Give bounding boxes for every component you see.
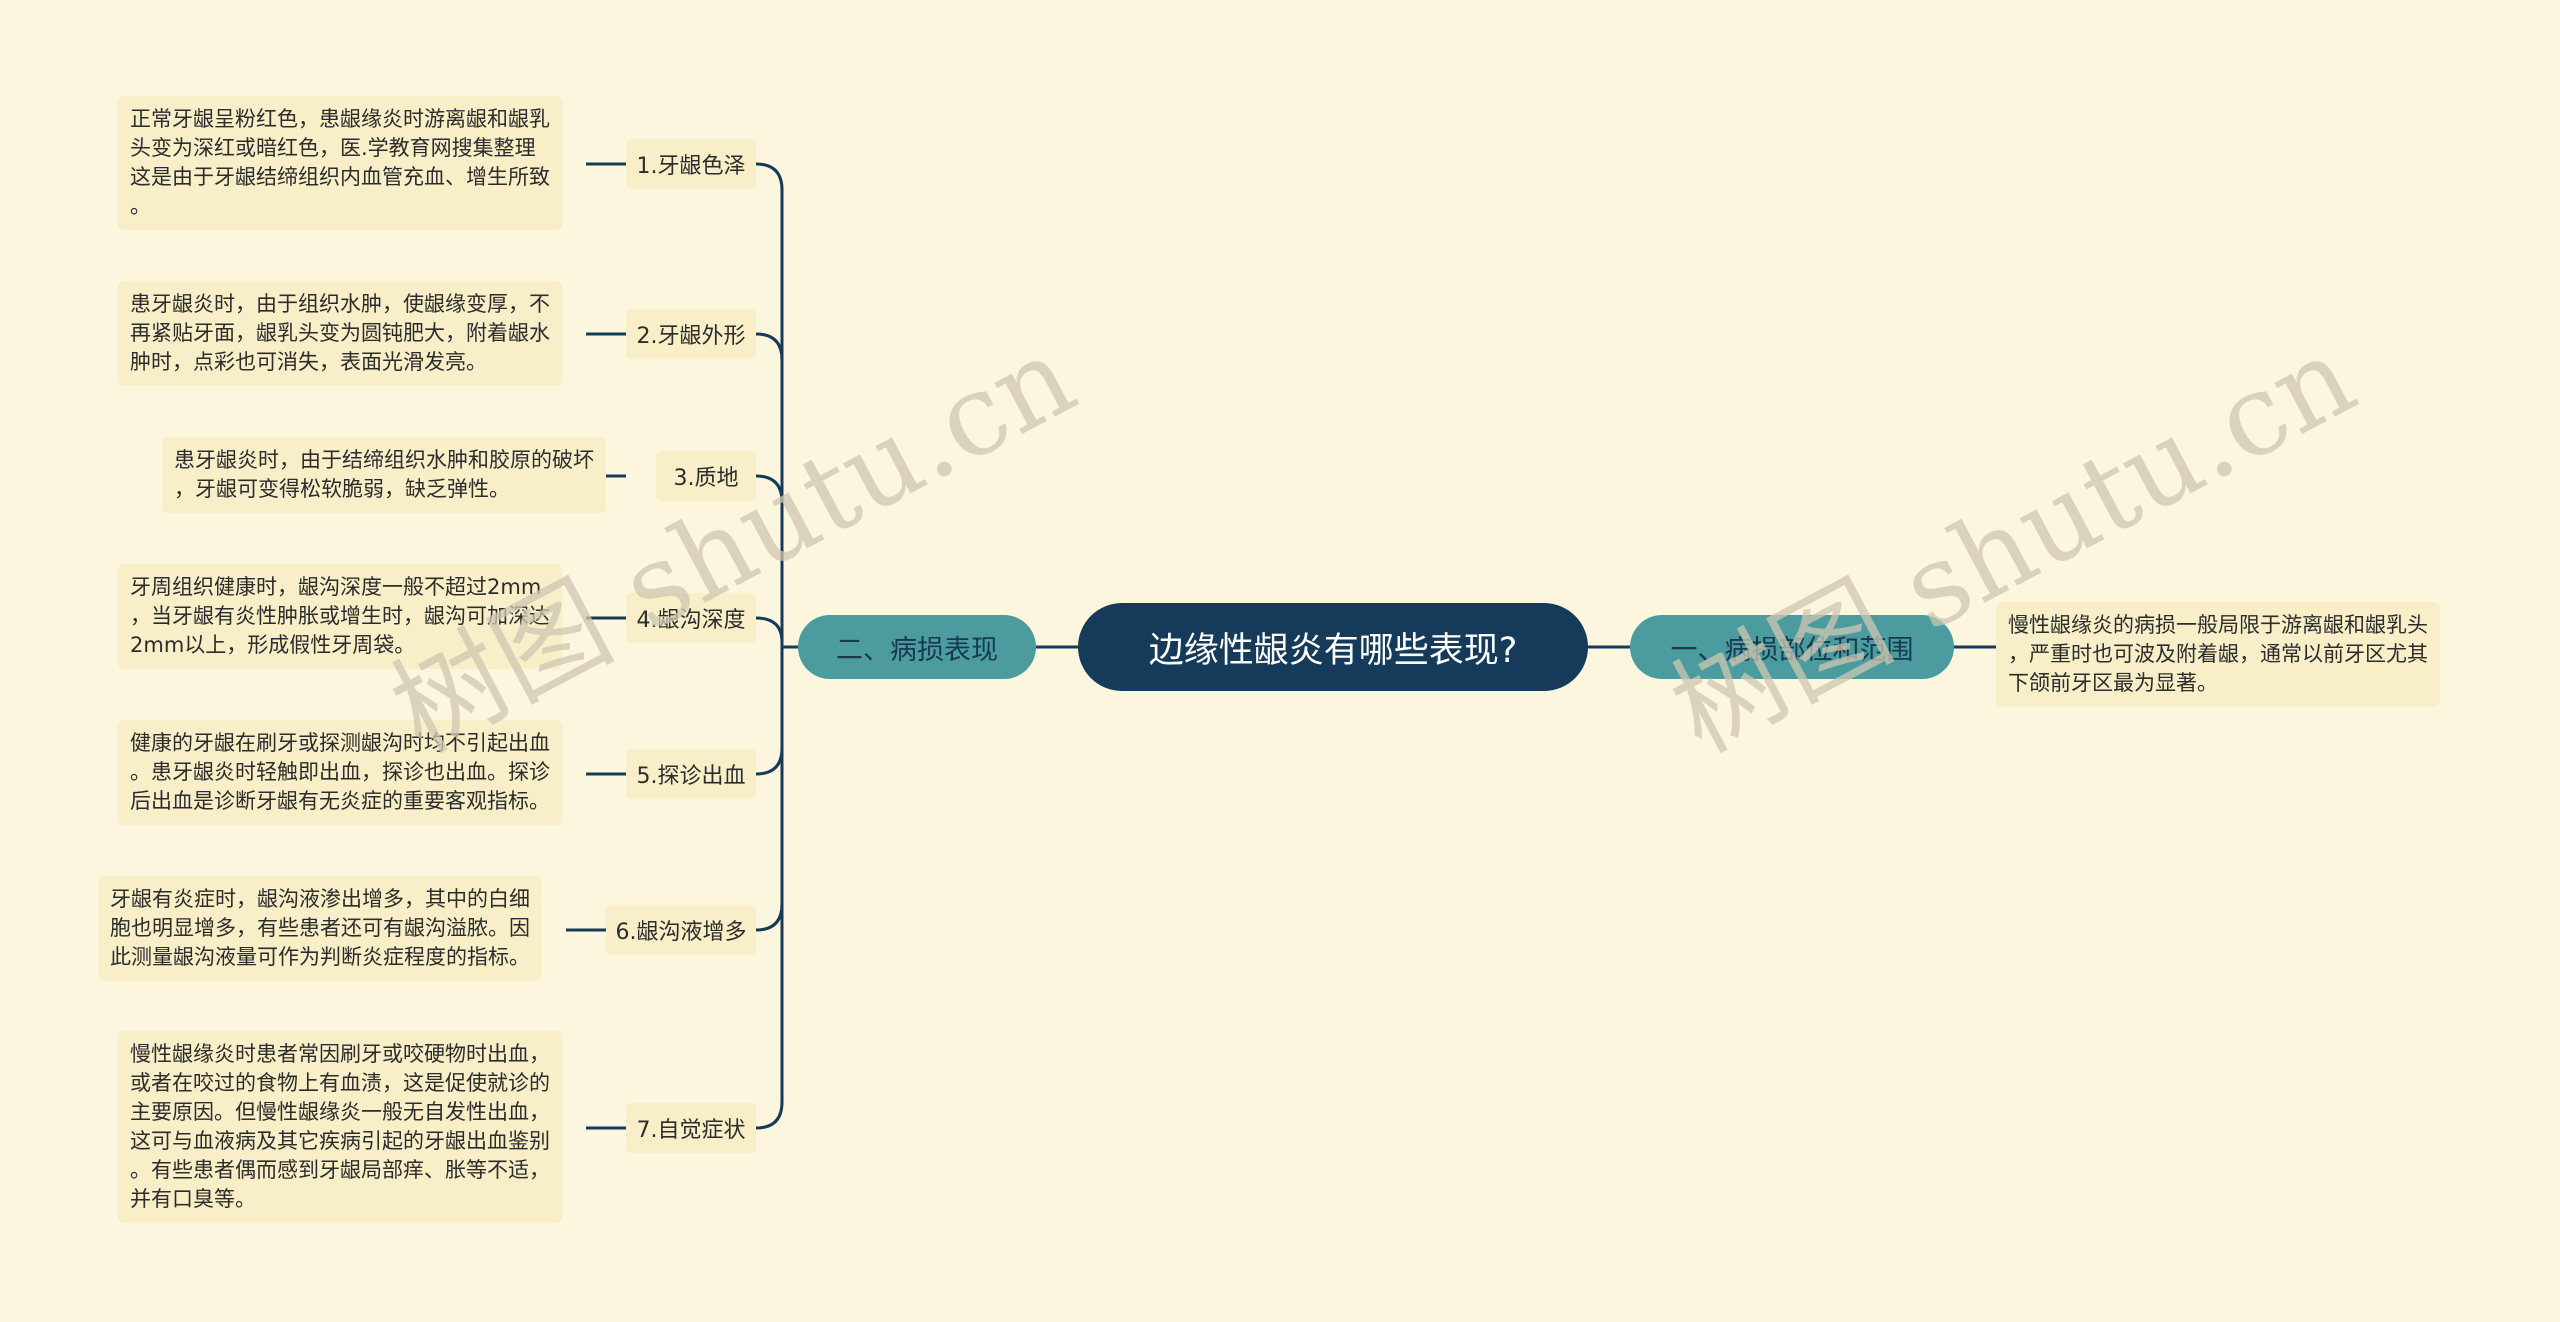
connector-item-6: [755, 647, 784, 932]
item-detail-2[interactable]: 患牙龈炎时，由于组织水肿，使龈缘变厚，不 再紧贴牙面，龈乳头变为圆钝肥大，附着龈…: [118, 281, 562, 386]
item-label-6[interactable]: 6.龈沟液增多: [606, 905, 756, 955]
item-detail-6[interactable]: 牙龈有炎症时，龈沟液渗出增多，其中的白细 胞也明显增多，有些患者还可有龈沟溢脓。…: [98, 876, 542, 981]
item-label-3[interactable]: 3.质地: [656, 451, 756, 501]
item-label-5[interactable]: 5.探诊出血: [626, 749, 756, 799]
branch-lesion-manifestations[interactable]: 二、病损表现: [798, 615, 1036, 679]
connector-item-5: [755, 647, 784, 776]
branch-lesion-location[interactable]: 一、病损部位和范围: [1630, 615, 1954, 679]
item-detail-4[interactable]: 牙周组织健康时，龈沟深度一般不超过2mm ，当牙龈有炎性肿胀或增生时，龈沟可加深…: [118, 564, 562, 669]
connector-item-1: [755, 162, 784, 647]
connector-item-2: [755, 332, 784, 647]
item-detail-3[interactable]: 患牙龈炎时，由于结缔组织水肿和胶原的破坏 ，牙龈可变得松软脆弱，缺乏弹性。: [162, 437, 606, 513]
item-detail-7[interactable]: 慢性龈缘炎时患者常因刷牙或咬硬物时出血， 或者在咬过的食物上有血渍，这是促使就诊…: [118, 1031, 562, 1223]
item-detail-1[interactable]: 正常牙龈呈粉红色，患龈缘炎时游离龈和龈乳 头变为深红或暗红色，医.学教育网搜集整…: [118, 96, 562, 230]
connector-item-3: [755, 474, 784, 647]
item-detail-5[interactable]: 健康的牙龈在刷牙或探测龈沟时均不引起出血 。患牙龈炎时轻触即出血，探诊也出血。探…: [118, 720, 562, 825]
item-label-1[interactable]: 1.牙龈色泽: [626, 139, 756, 189]
connector-item-4: [755, 616, 784, 647]
root-topic[interactable]: 边缘性龈炎有哪些表现?: [1078, 603, 1588, 691]
right-detail-box[interactable]: 慢性龈缘炎的病损一般局限于游离龈和龈乳头 ，严重时也可波及附着龈，通常以前牙区尤…: [1996, 602, 2440, 707]
item-label-2[interactable]: 2.牙龈外形: [626, 309, 756, 359]
connector-item-7: [755, 647, 784, 1130]
item-label-4[interactable]: 4.龈沟深度: [626, 593, 756, 643]
item-label-7[interactable]: 7.自觉症状: [626, 1103, 756, 1153]
